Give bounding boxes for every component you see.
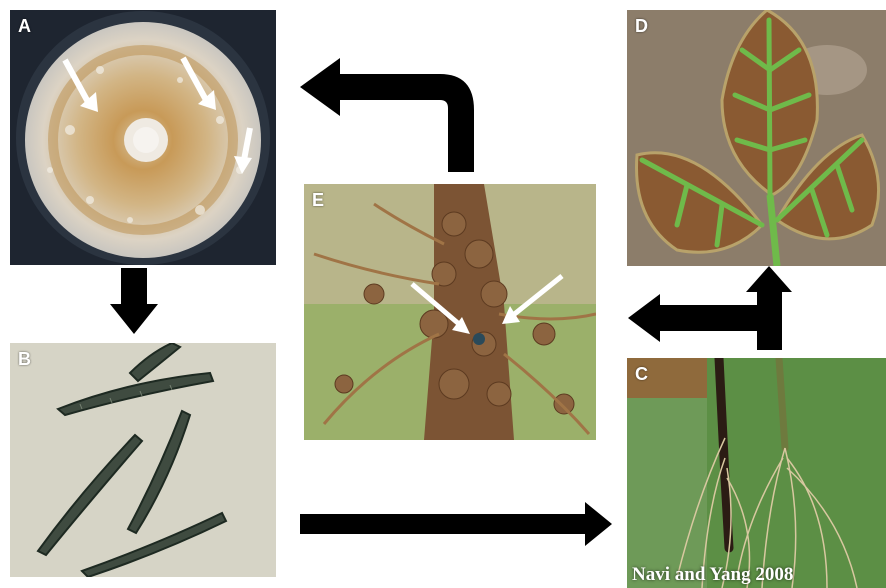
- panel-d-label: D: [635, 16, 648, 37]
- chlorotic-leaves-image: [627, 10, 886, 266]
- panel-e-label: E: [312, 190, 324, 211]
- arrow-c-to-d: [746, 266, 792, 350]
- petri-dish-image: [10, 10, 276, 265]
- panel-b-micrograph: B: [10, 343, 276, 577]
- arrow-b-to-c: [300, 502, 612, 546]
- photo-credit: Navi and Yang 2008: [632, 564, 793, 586]
- infected-roots-image: [627, 358, 886, 588]
- panel-a-petri-dish: A: [10, 10, 276, 265]
- panel-a-label: A: [18, 16, 31, 37]
- panel-c-roots: C: [627, 358, 886, 588]
- arrow-a-to-b: [110, 268, 158, 334]
- panel-e-root-nodules: E: [304, 184, 596, 440]
- panel-c-label: C: [635, 364, 648, 385]
- macroconidia-image: [10, 343, 276, 577]
- root-nodules-image: [304, 184, 596, 440]
- panel-b-label: B: [18, 349, 31, 370]
- panel-d-leaves: D: [627, 10, 886, 266]
- arrow-c-to-e: [628, 294, 782, 342]
- arrow-e-to-a: [300, 58, 474, 172]
